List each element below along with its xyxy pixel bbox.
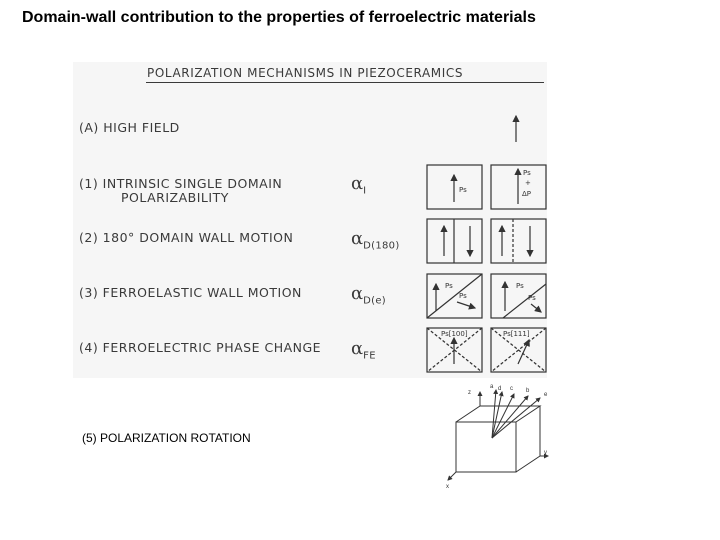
cube-front-face bbox=[455, 421, 517, 473]
ferroelastic-ps-label-a1: Ps bbox=[516, 282, 524, 290]
ferroelastic-arrow-a2 bbox=[530, 303, 542, 313]
coef-intrinsic: αI bbox=[351, 173, 367, 197]
ferroelastic-wall-before bbox=[426, 273, 483, 319]
phase-ps111-label: Ps[111] bbox=[503, 330, 530, 338]
row-label-high-field: (A) HIGH FIELD bbox=[79, 120, 180, 135]
polarization-rotation-label: (5) POLARIZATION ROTATION bbox=[82, 431, 251, 445]
cube-top-face bbox=[455, 405, 542, 423]
vector-label-e: e bbox=[544, 392, 548, 398]
vector-label-b: b bbox=[526, 388, 530, 394]
ferroelastic-ps-label-b2: Ps bbox=[459, 292, 467, 300]
vector-label-a: a bbox=[490, 384, 494, 390]
cell-180-after bbox=[490, 218, 547, 264]
intrinsic-ps-label-before: Ps bbox=[459, 186, 467, 194]
cell-ferroelastic-after bbox=[490, 273, 547, 319]
intrinsic-plus: + bbox=[525, 179, 531, 187]
coef-phase-change: αFE bbox=[351, 338, 376, 362]
intrinsic-ps-label-after: Ps bbox=[523, 169, 531, 177]
ferroelastic-wall-after bbox=[502, 283, 547, 319]
row-label-intrinsic: (1) INTRINSIC SINGLE DOMAIN bbox=[79, 176, 283, 191]
cell-intrinsic-after bbox=[490, 164, 547, 210]
axis-x bbox=[447, 471, 457, 481]
cube-side-face bbox=[515, 406, 541, 473]
cell-ferroelastic-before bbox=[426, 273, 483, 319]
intrinsic-dp-label: ΔP bbox=[522, 190, 531, 198]
axis-label-x: x bbox=[446, 484, 449, 490]
mechanism-cells: Ps Ps + ΔP Ps Ps Ps Ps Ps[100] Ps[111] bbox=[426, 114, 547, 373]
axis-label-z: z bbox=[468, 390, 471, 396]
cell-intrinsic-before bbox=[426, 164, 483, 210]
polarization-rotation-cube: z y x a b c d e bbox=[446, 384, 549, 490]
ferroelastic-arrow-b2 bbox=[456, 301, 477, 310]
vector-a bbox=[491, 389, 499, 439]
vector-d bbox=[491, 391, 504, 439]
cell-phase-after bbox=[490, 327, 547, 373]
row-label-intrinsic-line2: POLARIZABILITY bbox=[121, 190, 229, 205]
vector-b bbox=[491, 395, 529, 439]
vector-label-c: c bbox=[510, 386, 513, 392]
row-label-ferroelastic: (3) FERROELASTIC WALL MOTION bbox=[79, 285, 302, 300]
phase-ps100-label: Ps[100] bbox=[441, 330, 468, 338]
slide-title: Domain-wall contribution to the properti… bbox=[22, 9, 536, 26]
row-label-180-wall: (2) 180° DOMAIN WALL MOTION bbox=[79, 230, 294, 245]
cell-phase-before bbox=[426, 327, 483, 373]
phase-diag-a2 bbox=[490, 327, 547, 373]
row-label-phase-change: (4) FERROELECTRIC PHASE CHANGE bbox=[79, 340, 322, 355]
vector-e bbox=[491, 397, 541, 439]
scanned-figure: POLARIZATION MECHANISMS IN PIEZOCERAMICS… bbox=[73, 62, 547, 378]
figure-heading: POLARIZATION MECHANISMS IN PIEZOCERAMICS bbox=[147, 66, 464, 80]
coef-180-wall: αD(180) bbox=[351, 228, 400, 252]
coef-ferroelastic: αD(e) bbox=[351, 283, 387, 307]
ferroelastic-ps-label-a2: Ps bbox=[528, 294, 536, 302]
heading-underline bbox=[146, 82, 544, 83]
phase-arrow-after bbox=[517, 338, 530, 365]
vector-c bbox=[491, 393, 515, 439]
axis-label-y: y bbox=[544, 450, 547, 456]
ferroelastic-ps-label-b1: Ps bbox=[445, 282, 453, 290]
vector-label-d: d bbox=[498, 386, 501, 392]
